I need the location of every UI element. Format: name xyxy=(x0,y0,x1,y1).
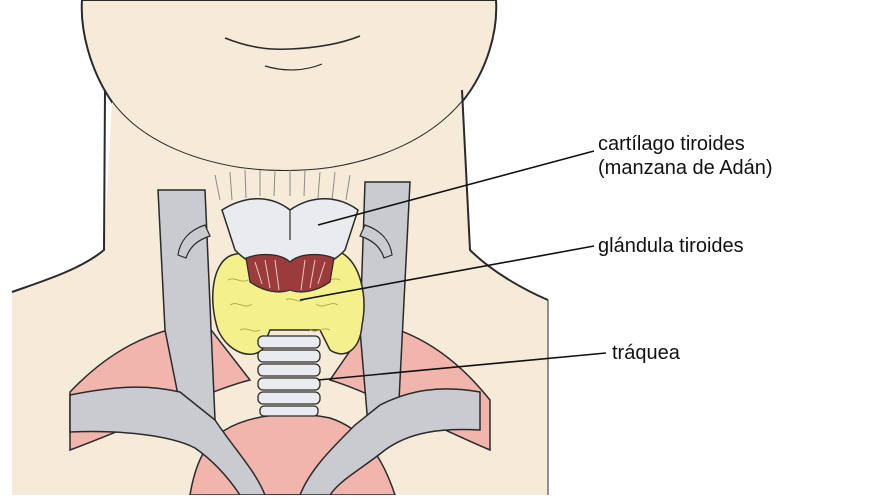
label-thyroid-gland: glándula tiroides xyxy=(598,234,744,258)
trachea-rings xyxy=(258,336,320,416)
label-trachea-line-1: tráquea xyxy=(612,341,680,365)
label-thyroid-cartilage: cartílago tiroides (manzana de Adán) xyxy=(598,132,773,180)
label-thyroid-gland-line-1: glándula tiroides xyxy=(598,234,744,258)
label-trachea: tráquea xyxy=(612,341,680,365)
label-thyroid-cartilage-line-2: (manzana de Adán) xyxy=(598,156,773,180)
label-thyroid-cartilage-line-1: cartílago tiroides xyxy=(598,132,773,156)
